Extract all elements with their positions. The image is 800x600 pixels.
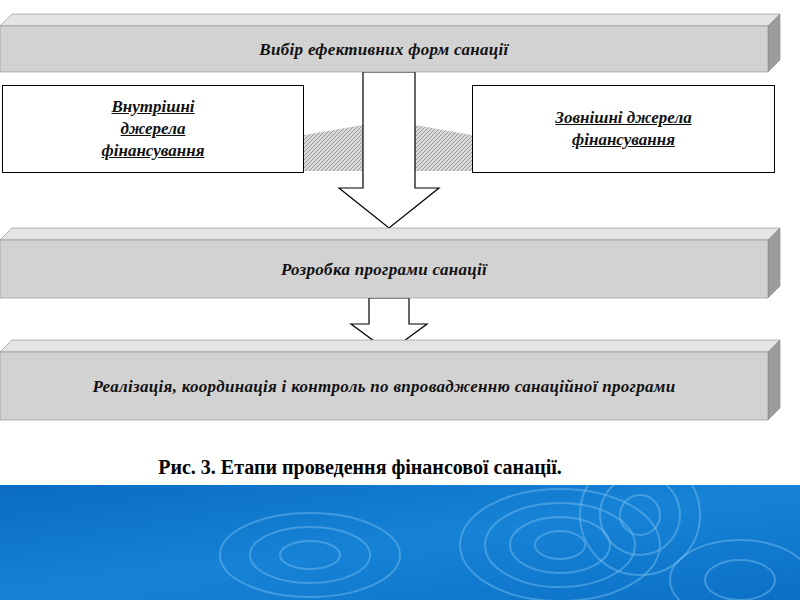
band-front-face xyxy=(0,352,768,420)
band-text-area: Вибір ефективних форм санації xyxy=(0,26,768,72)
band-side-face xyxy=(768,340,780,420)
band-text-area: Реалізація, координація і контроль по вп… xyxy=(0,352,768,420)
band-front-face xyxy=(0,240,768,298)
band-front-face xyxy=(0,26,768,72)
band-top-face xyxy=(0,228,780,240)
merge-wedge xyxy=(415,125,472,171)
band-side-face xyxy=(768,14,780,72)
banner-ground xyxy=(0,485,800,600)
source-box: Зовнішні джерела фінансування xyxy=(472,85,775,173)
block-arrow xyxy=(339,72,439,228)
stage-band: Вибір ефективних форм санації xyxy=(0,14,780,72)
merge-wedge xyxy=(304,125,363,171)
band-top-face xyxy=(0,14,780,26)
band-top-face xyxy=(0,340,780,352)
band-label: Розробка програми санації xyxy=(281,259,487,280)
band-side-face xyxy=(768,228,780,298)
box-label: Зовнішні джерела фінансування xyxy=(554,107,694,151)
figure-caption: Рис. 3. Етапи проведення фінансової сана… xyxy=(0,456,720,479)
band-text-area: Розробка програми санації xyxy=(0,240,768,298)
band-label: Реалізація, координація і контроль по вп… xyxy=(93,376,676,397)
ripple-rings xyxy=(220,485,800,600)
decorative-banner xyxy=(0,485,800,600)
stage-band: Реалізація, координація і контроль по вп… xyxy=(0,340,780,420)
source-box: Внутрішні джерела фінансування xyxy=(2,85,304,173)
box-label: Внутрішні джерела фінансування xyxy=(83,96,223,162)
stage-band: Розробка програми санації xyxy=(0,228,780,298)
band-label: Вибір ефективних форм санації xyxy=(259,39,508,60)
